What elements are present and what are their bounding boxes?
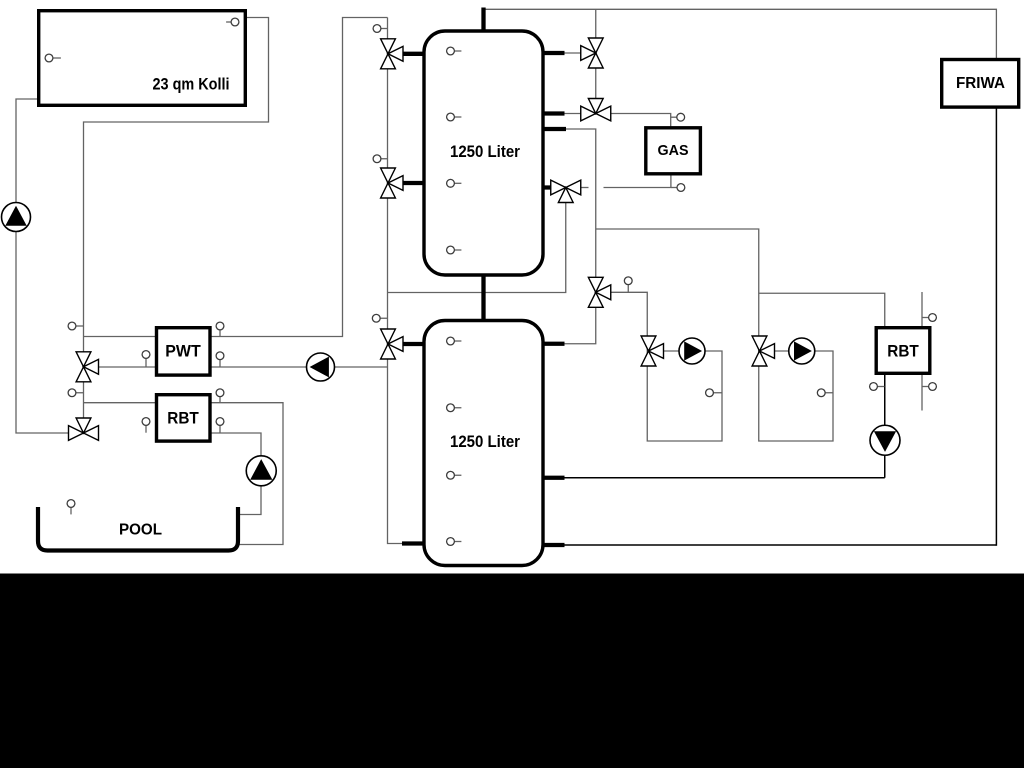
svg-text:1250 Liter: 1250 Liter	[450, 142, 520, 161]
svg-text:1250 Liter: 1250 Liter	[450, 432, 520, 451]
svg-text:23 qm Kolli: 23 qm Kolli	[153, 75, 230, 94]
svg-text:POOL: POOL	[119, 522, 162, 539]
svg-text:FRIWA: FRIWA	[956, 75, 1005, 92]
svg-text:GAS: GAS	[658, 142, 689, 159]
svg-text:RBT: RBT	[887, 342, 919, 361]
svg-text:RBT: RBT	[167, 408, 199, 427]
svg-text:PWT: PWT	[165, 341, 201, 360]
